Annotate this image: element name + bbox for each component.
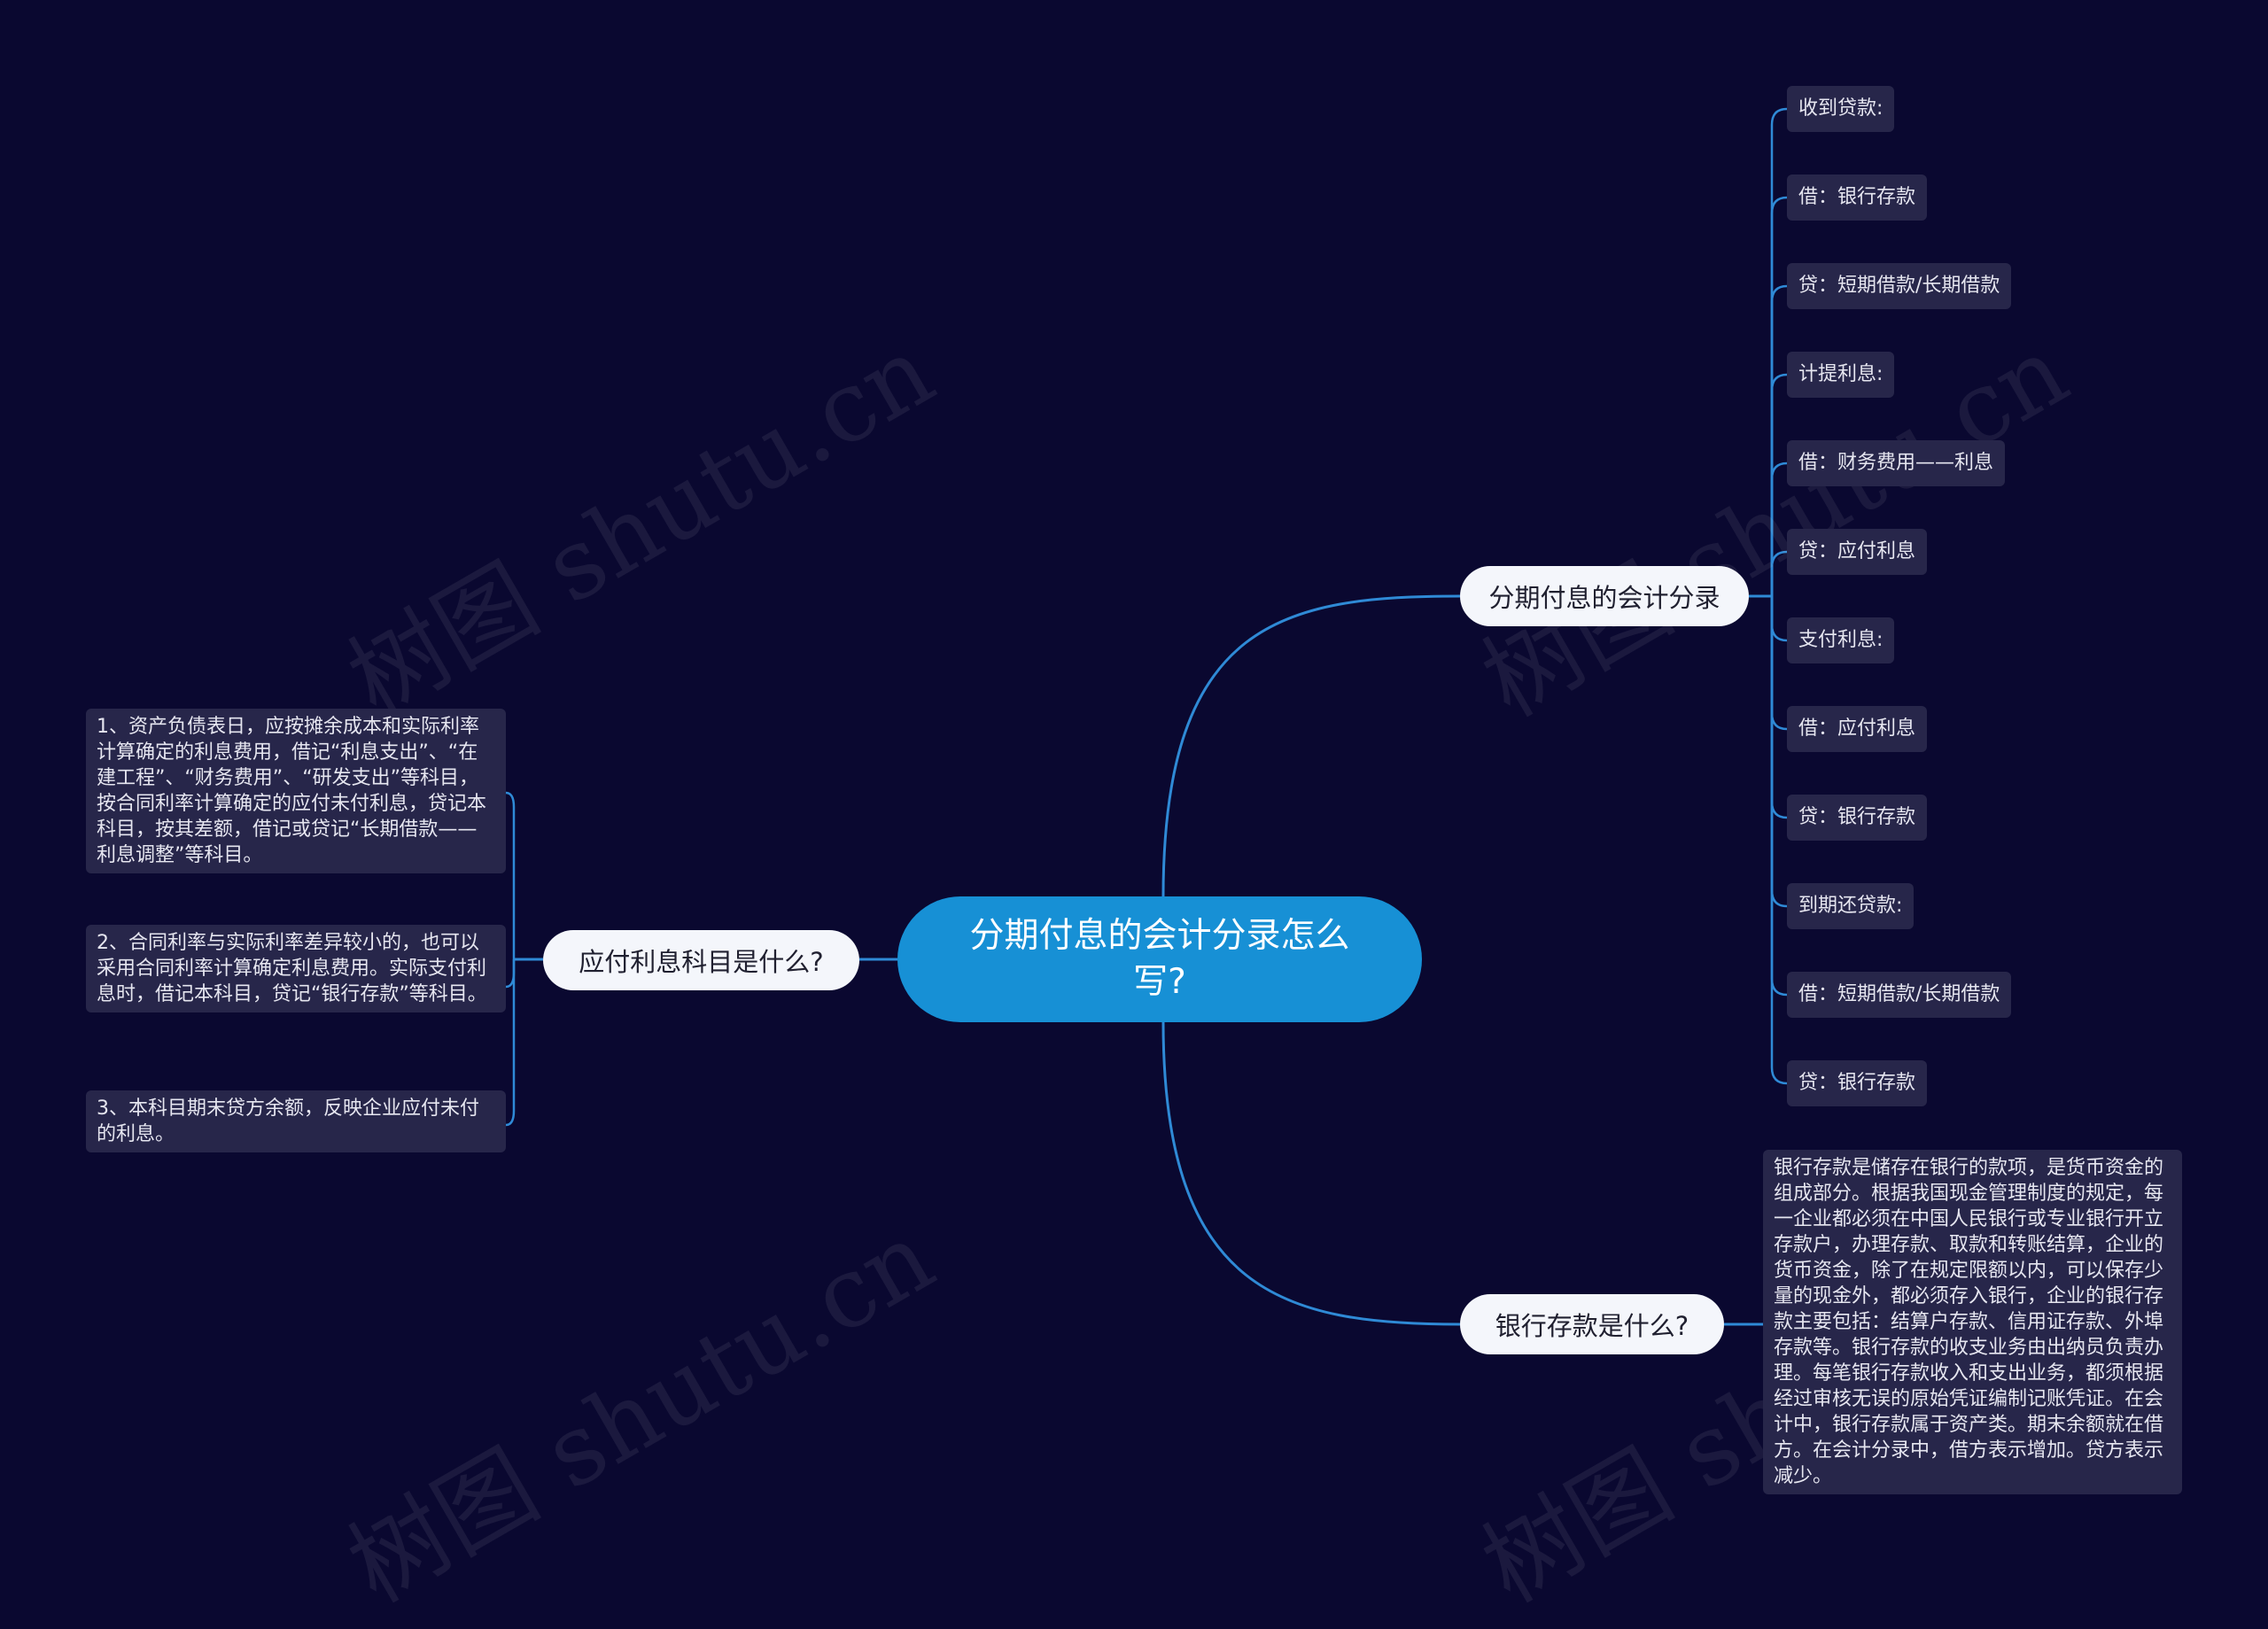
note-interest-payable-2[interactable]: 2、合同利率与实际利率差异较小的，也可以采用合同利率计算确定利息费用。实际支付利… [86,925,506,1012]
leaf-entry[interactable]: 借：应付利息 [1787,706,1928,752]
mindmap-canvas: 树图 shutu.cn 树图 shutu.cn 树图 shutu.cn 树图 s… [86,86,2182,1624]
branch-bank-deposit[interactable]: 银行存款是什么? [1460,1294,1724,1354]
leaf-entry[interactable]: 贷：银行存款 [1787,1060,1928,1106]
leaf-entry[interactable]: 支付利息: [1787,617,1895,663]
root-topic-label: 分期付息的会计分录怎么写? [969,916,1350,1002]
connector-line [1770,107,1788,596]
note-interest-payable-3[interactable]: 3、本科目期末贷方余额，反映企业应付未付的利息。 [86,1090,506,1152]
connector-line [505,959,516,989]
branch-accounting-entries[interactable]: 分期付息的会计分录 [1460,566,1749,626]
connector-line [1770,596,1788,997]
note-bank-deposit[interactable]: 银行存款是储存在银行的款项，是货币资金的组成部分。根据我国现金管理制度的规定，每… [1763,1150,2182,1494]
leaf-entry[interactable]: 贷：短期借款/长期借款 [1787,263,2012,309]
connector-line [1161,1021,1461,1326]
leaf-entry[interactable]: 贷：应付利息 [1787,529,1928,575]
branch-label: 分期付息的会计分录 [1488,583,1720,613]
connector-line [1770,596,1788,1085]
leaf-entry[interactable]: 到期还贷款: [1787,883,1915,929]
connector-line [1770,196,1788,596]
leaf-entry[interactable]: 贷：银行存款 [1787,795,1928,841]
connector-line [505,791,516,959]
leaf-entry[interactable]: 计提利息: [1787,352,1895,398]
connector-line [1770,373,1788,596]
connector-line [1161,594,1461,897]
connector-line [1770,596,1788,642]
leaf-entry[interactable]: 借：短期借款/长期借款 [1787,972,2012,1018]
connector-line [1770,462,1788,596]
root-topic[interactable]: 分期付息的会计分录怎么写? [897,896,1422,1022]
branch-label: 银行存款是什么? [1495,1311,1689,1341]
branch-label: 应付利息科目是什么? [579,947,824,977]
connector-lines [505,107,1788,1326]
note-interest-payable-1[interactable]: 1、资产负债表日，应按摊余成本和实际利率计算确定的利息费用，借记“利息支出”、“… [86,709,506,873]
leaf-entry[interactable]: 借：财务费用——利息 [1787,440,2006,486]
leaf-entry[interactable]: 借：银行存款 [1787,175,1928,221]
connector-line [1770,596,1788,731]
connector-line [1770,550,1788,596]
connector-line [1770,596,1788,819]
connector-line [1770,284,1788,596]
connector-line [505,959,516,1127]
branch-interest-payable[interactable]: 应付利息科目是什么? [543,930,859,990]
connector-line [1770,596,1788,908]
leaf-entry[interactable]: 收到贷款: [1787,86,1895,132]
